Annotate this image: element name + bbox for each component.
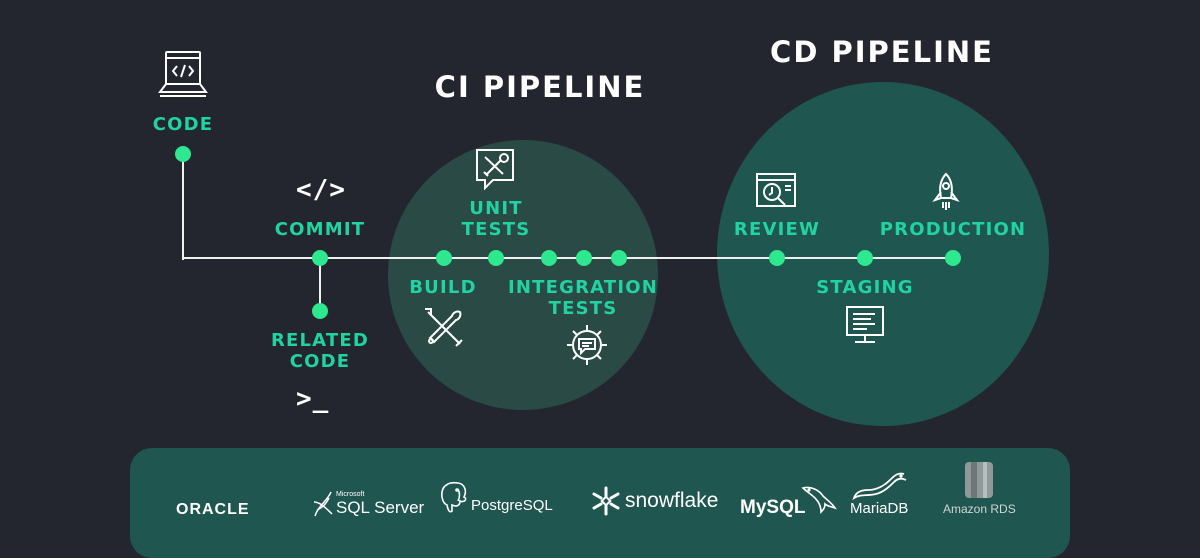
review-node xyxy=(769,250,785,266)
integration-tests-label-line1: INTEGRATION xyxy=(507,277,659,298)
ci-cd-diagram: CI PIPELINE CD PIPELINE CODE COMMIT RELA… xyxy=(130,35,1070,558)
ci-pipeline-title: CI PIPELINE xyxy=(434,70,646,104)
postgresql-elephant-icon xyxy=(441,481,467,513)
mysql-logo: MySQL xyxy=(740,481,838,519)
staging-label: STAGING xyxy=(816,277,914,298)
ci-pipeline-circle xyxy=(388,140,658,410)
snowflake-logo: snowflake xyxy=(590,485,718,517)
amazon-rds-cylinder-icon xyxy=(965,462,994,498)
pipeline-main-line xyxy=(182,257,954,259)
integration-node-2 xyxy=(576,250,592,266)
laptop-code-icon xyxy=(158,50,210,100)
sqlserver-text: SQL Server xyxy=(336,498,425,517)
code-connector-line xyxy=(182,154,184,260)
related-code-label-line2: CODE xyxy=(289,351,351,372)
unit-tests-node xyxy=(488,250,504,266)
rocket-icon xyxy=(931,172,961,212)
gear-chat-icon xyxy=(564,322,610,368)
review-label: REVIEW xyxy=(733,219,821,240)
cd-pipeline-title: CD PIPELINE xyxy=(770,35,994,69)
tools-chat-icon xyxy=(475,148,515,190)
code-brackets-icon: </> xyxy=(296,175,346,205)
wrench-screwdriver-icon xyxy=(422,306,466,350)
build-node xyxy=(436,250,452,266)
staging-node xyxy=(857,250,873,266)
related-code-label-line1: RELATED xyxy=(270,330,370,351)
sqlserver-logo: Microsoft SQL Server xyxy=(312,490,424,518)
related-code-node xyxy=(312,303,328,319)
staging-monitor-icon xyxy=(845,305,885,345)
related-code-label: RELATED CODE xyxy=(250,330,390,372)
integration-tests-label-line2: TESTS xyxy=(548,298,618,319)
code-node xyxy=(175,146,191,162)
terminal-icon: >_ xyxy=(296,384,330,414)
snowflake-icon xyxy=(592,486,620,516)
review-monitor-icon xyxy=(755,172,797,212)
mysql-dolphin-icon xyxy=(801,486,838,514)
commit-node xyxy=(312,250,328,266)
integration-node-1 xyxy=(541,250,557,266)
commit-label: COMMIT xyxy=(274,219,366,240)
code-label: CODE xyxy=(152,114,214,135)
related-code-connector-line xyxy=(319,258,321,310)
postgresql-logo: PostgreSQL xyxy=(438,481,553,515)
production-label: PRODUCTION xyxy=(879,219,1027,240)
integration-node-3 xyxy=(611,250,627,266)
unit-tests-label: UNIT TESTS xyxy=(446,198,546,240)
integration-tests-label: INTEGRATION TESTS xyxy=(498,277,668,319)
cd-pipeline-circle xyxy=(717,82,1049,426)
oracle-logo: ORACLE xyxy=(176,501,250,518)
mariadb-seal-icon xyxy=(852,472,907,501)
unit-tests-label-line1: UNIT xyxy=(469,198,523,219)
mariadb-logo: MariaDB xyxy=(850,470,908,517)
sqlserver-emblem-icon xyxy=(313,491,333,517)
unit-tests-label-line2: TESTS xyxy=(461,219,531,240)
build-label: BUILD xyxy=(409,277,477,298)
amazon-rds-logo: Amazon RDS xyxy=(943,460,1016,516)
sqlserver-microsoft-text: Microsoft xyxy=(336,491,365,498)
production-node xyxy=(945,250,961,266)
